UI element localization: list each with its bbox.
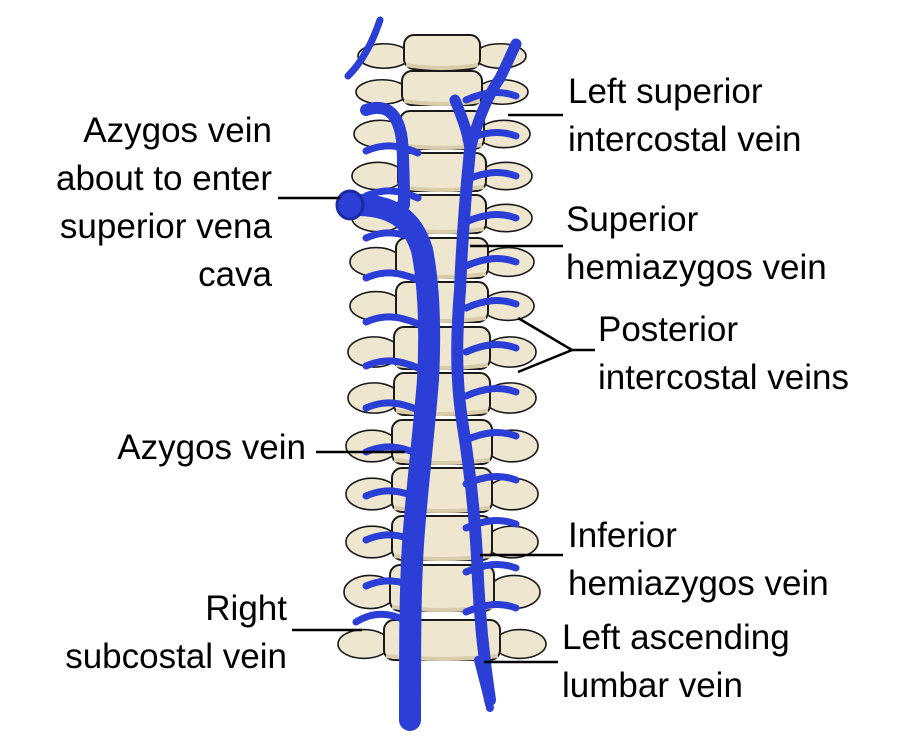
intervertebral-disc [393, 506, 491, 513]
transverse-process [345, 525, 399, 559]
label-line: Left superior [568, 72, 763, 111]
transverse-process [355, 78, 409, 106]
right-posterior-intercostal-vein [362, 269, 422, 284]
label-line: hemiazygos vein [566, 248, 827, 287]
label-line: Posterior [598, 310, 739, 349]
label-superior-hemiazygos: Superior hemiazygos vein [566, 196, 827, 292]
right-posterior-intercostal-vein [362, 187, 422, 202]
transverse-process [481, 290, 535, 322]
vertebra [403, 34, 481, 70]
right-posterior-intercostal-vein [362, 399, 422, 414]
label-azygos-enter-svc: Azygos vein about to enter superior vena… [56, 107, 272, 299]
left-posterior-intercostal-vein [462, 561, 520, 576]
label-line: subcostal vein [65, 637, 287, 676]
intervertebral-disc [393, 458, 491, 465]
hemiazygos-vein [451, 144, 496, 706]
azygos-arch-opening [335, 189, 365, 221]
label-inferior-hemiazygos: Inferior hemiazygos vein [568, 512, 829, 608]
label-line: Azygos vein [117, 428, 306, 467]
label-line: Superior [566, 200, 699, 239]
label-line: intercostal veins [598, 358, 849, 397]
right-posterior-intercostal-vein [362, 357, 422, 372]
main-veins-group [335, 16, 522, 731]
label-line: Azygos vein [83, 111, 272, 150]
azygos-upper-branch [360, 101, 410, 211]
left-posterior-intercostal-vein [462, 601, 520, 616]
transverse-process [493, 628, 547, 660]
transverse-process [337, 628, 391, 660]
leader-lines [278, 113, 595, 664]
label-line: cava [198, 255, 272, 294]
left-posterior-intercostal-vein [462, 211, 520, 226]
intervertebral-disc [405, 63, 479, 70]
transverse-process [485, 525, 539, 559]
label-line: Left ascending [562, 618, 790, 657]
left-posterior-intercostal-vein [462, 297, 520, 312]
right-posterior-intercostal-vein [362, 313, 422, 328]
left-posterior-intercostal-vein [462, 255, 520, 270]
label-left-superior-intercostal: Left superior intercostal vein [568, 68, 801, 164]
left-posterior-intercostal-vein [462, 385, 520, 400]
left-posterior-intercostal-vein [462, 341, 520, 356]
label-line: lumbar vein [562, 666, 743, 705]
transverse-process [351, 161, 405, 191]
label-line: intercostal vein [568, 120, 802, 159]
right-posterior-intercostal-vein [362, 142, 422, 157]
azygos-vein [349, 194, 441, 731]
vertebra [391, 419, 493, 465]
intervertebral-disc [403, 99, 481, 106]
label-posterior-intercostal: Posterior intercostal veins [598, 306, 849, 402]
intervertebral-disc [395, 409, 489, 416]
upper-right-intercostal-vein [344, 16, 384, 80]
label-right-subcostal: Right subcostal vein [65, 585, 287, 681]
label-azygos: Azygos vein [117, 424, 306, 472]
label-line: about to enter [56, 159, 272, 198]
label-line: Inferior [568, 516, 677, 555]
label-left-ascending-lumbar: Left ascending lumbar vein [562, 614, 790, 710]
left-ascending-lumbar-vein [474, 656, 494, 712]
label-line: superior vena [59, 207, 272, 246]
label-line: hemiazygos vein [568, 564, 829, 603]
label-line: Right [205, 589, 287, 628]
transverse-process [485, 477, 539, 511]
